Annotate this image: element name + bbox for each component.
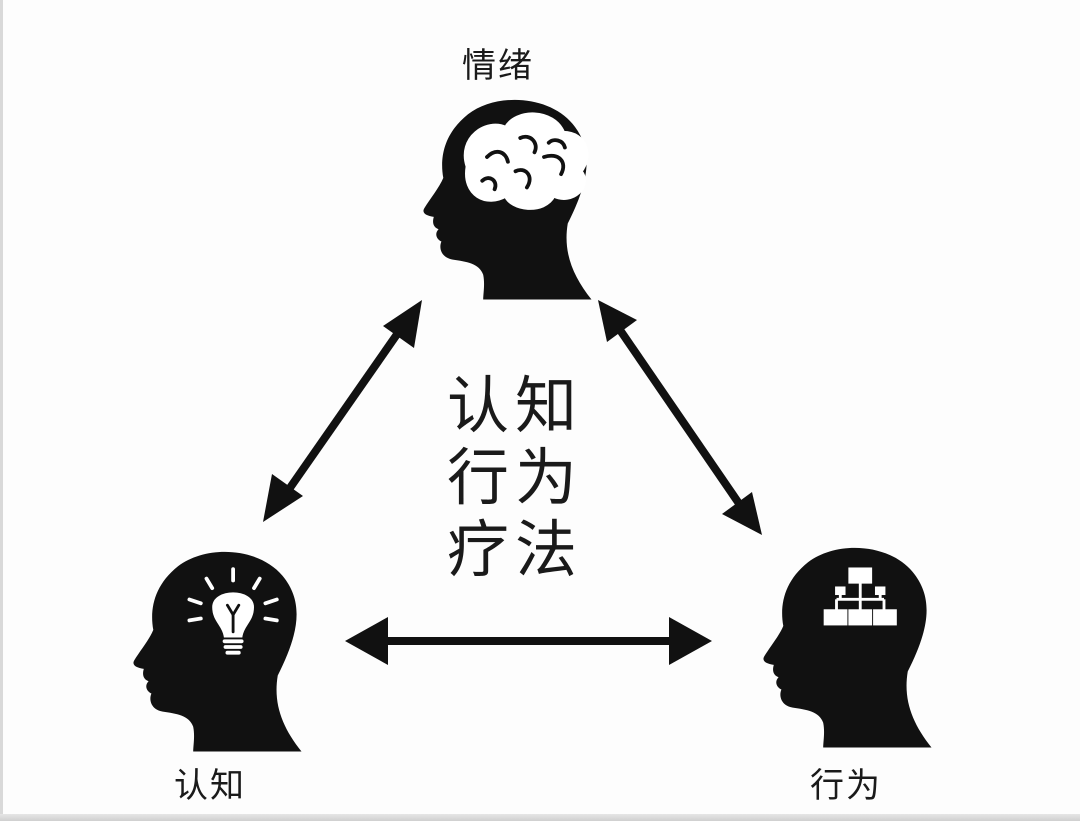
emotion-label: 情绪: [462, 46, 534, 86]
arrow-cognition-behavior: [345, 617, 712, 665]
cognition-label: 认知: [174, 766, 246, 806]
left-border: [0, 0, 3, 821]
flowchart-icon: [823, 567, 897, 626]
center-title: 认知 行为 疗法: [440, 370, 590, 586]
brain-icon: [463, 112, 589, 210]
arrow-emotion-cognition: [263, 300, 422, 522]
center-title-line-1: 认知: [446, 369, 583, 442]
behavior-label: 行为: [810, 766, 882, 806]
center-title-line-3: 疗法: [446, 513, 583, 586]
lightbulb-icon: [187, 567, 279, 655]
bottom-border: [0, 814, 1080, 821]
emotion-head: [423, 99, 592, 300]
arrow-emotion-behavior: [598, 300, 762, 535]
center-title-line-2: 行为: [446, 441, 583, 514]
cognition-head: [133, 551, 302, 752]
behavior-head: [763, 547, 932, 748]
